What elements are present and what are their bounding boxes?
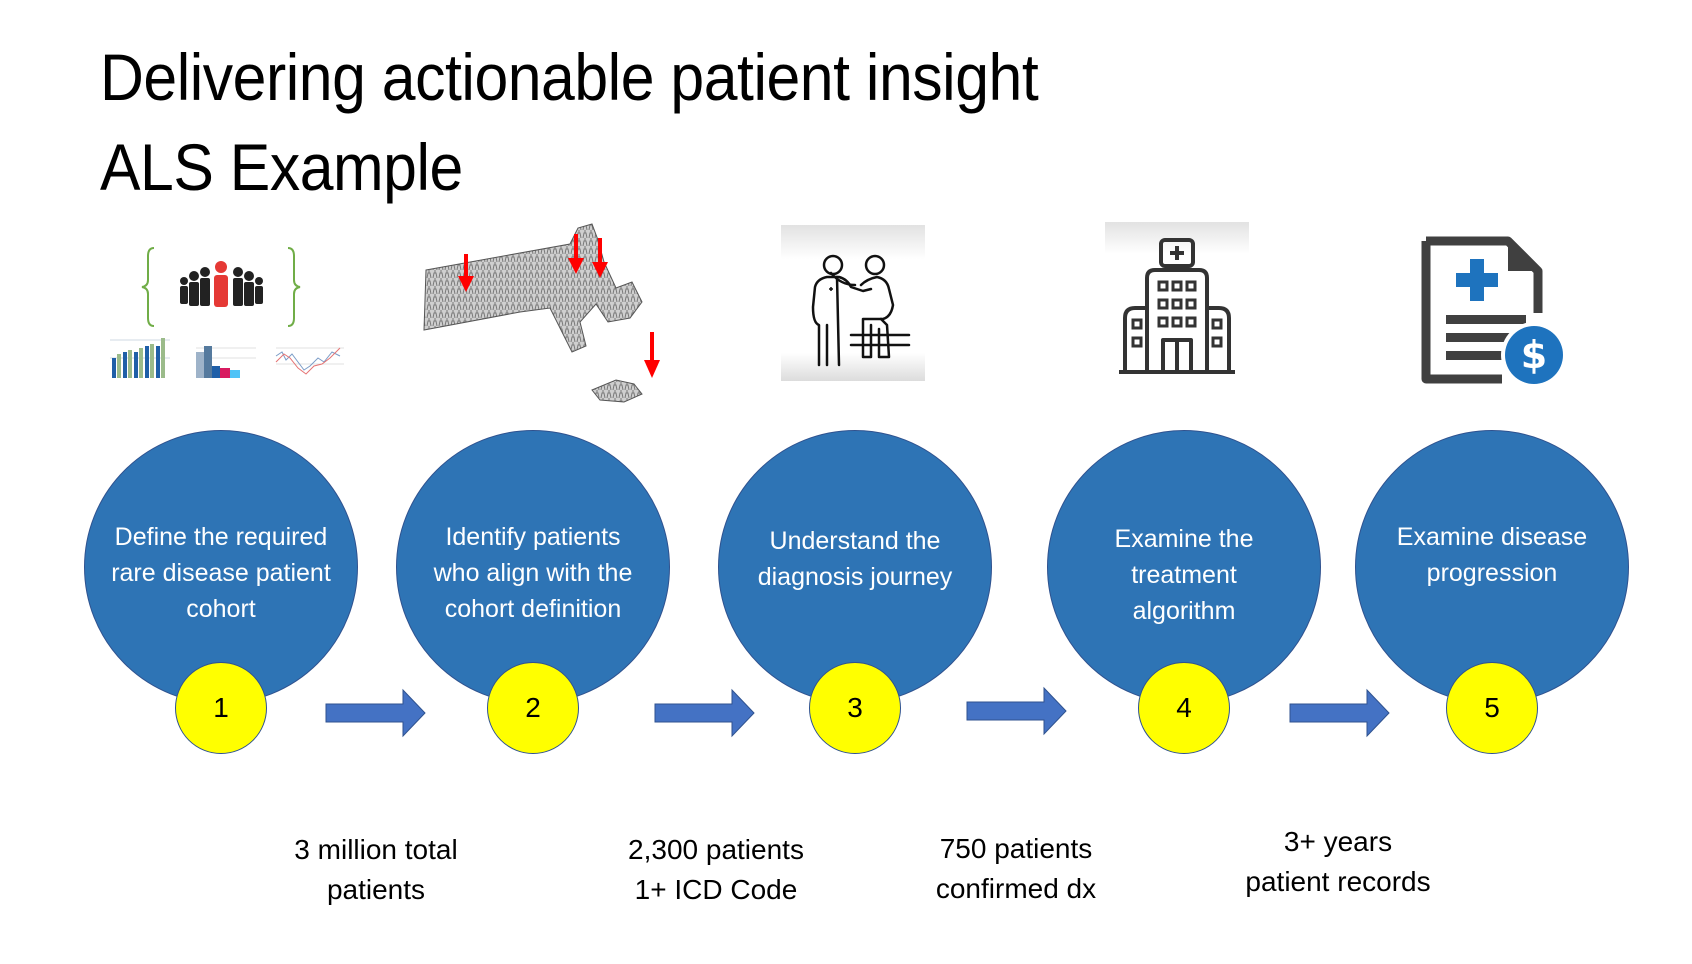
step-text-line: algorithm <box>1132 597 1236 625</box>
doctor-patient-icon <box>781 225 925 381</box>
transition-stat-1: 3 million total patients <box>246 830 506 910</box>
transition-stat-4: 3+ years patient records <box>1208 822 1468 902</box>
step-text-line: diagnosis journey <box>757 563 953 591</box>
step-number-badge-3: 3 <box>809 662 901 754</box>
step-number-badge-2: 2 <box>487 662 579 754</box>
step-text-line: who align with the <box>433 559 633 587</box>
right-arrow-icon <box>1289 688 1390 738</box>
step-number-badge-5: 5 <box>1446 662 1538 754</box>
stat-line: 2,300 patients <box>628 834 804 865</box>
stat-line: confirmed dx <box>935 873 1097 904</box>
patient-cohort-icon <box>108 240 348 385</box>
step-text-line: Examine disease <box>1396 523 1588 551</box>
step-text-line: Understand the <box>769 527 941 555</box>
massachusetts-map-icon <box>420 222 670 404</box>
hospital-icon <box>1105 222 1249 380</box>
step-circle-1: Define the required rare disease patient… <box>84 430 358 704</box>
step-circle-3: Understand the diagnosis journey <box>718 430 992 704</box>
stat-line: 3 million total <box>294 834 458 865</box>
step-text-line: cohort <box>186 595 256 623</box>
step-text-line: treatment <box>1131 561 1237 589</box>
step-text-line: Define the required <box>114 523 328 551</box>
step-circle-4: Examine the treatment algorithm <box>1047 430 1321 704</box>
step-text-line: Examine the <box>1114 525 1254 553</box>
svg-text:$: $ <box>1521 333 1547 377</box>
stat-line: patient records <box>1245 866 1431 897</box>
step-number-badge-4: 4 <box>1138 662 1230 754</box>
right-arrow-icon <box>325 688 426 738</box>
transition-stat-3: 750 patients confirmed dx <box>886 829 1146 909</box>
step-circle-5: Examine disease progression <box>1355 430 1629 704</box>
step-text-line: cohort definition <box>444 595 622 623</box>
step-number-badge-1: 1 <box>175 662 267 754</box>
step-text-line: progression <box>1426 559 1558 587</box>
right-arrow-icon <box>966 686 1067 736</box>
right-arrow-icon <box>654 688 755 738</box>
stat-line: 750 patients <box>939 833 1093 864</box>
step-text-line: rare disease patient <box>111 559 331 587</box>
transition-stat-2: 2,300 patients 1+ ICD Code <box>586 830 846 910</box>
stat-line: 3+ years <box>1283 826 1393 857</box>
medical-bill-icon: $ <box>1416 235 1576 390</box>
step-circle-2: Identify patients who align with the coh… <box>396 430 670 704</box>
page-title: Delivering actionable patient insight <box>100 40 1039 114</box>
page-subtitle: ALS Example <box>100 130 463 204</box>
step-text-line: Identify patients <box>445 523 621 551</box>
stat-line: patients <box>326 874 426 905</box>
stat-line: 1+ ICD Code <box>634 874 798 905</box>
